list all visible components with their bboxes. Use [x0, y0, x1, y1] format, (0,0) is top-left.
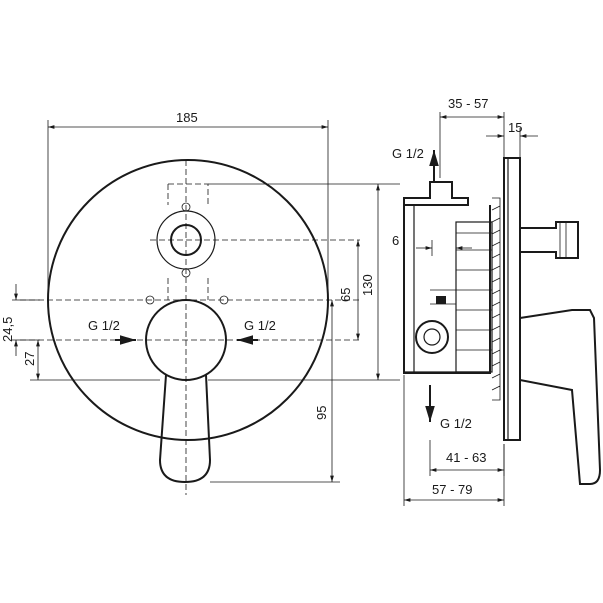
bottom-connection: G 1/2	[425, 385, 472, 431]
dimension-6: 6	[392, 233, 472, 256]
inner-block	[455, 221, 493, 373]
outlet-label-top: G 1/2	[392, 146, 424, 161]
dim-label-35-57: 35 - 57	[448, 96, 488, 111]
dimension-24-5: 24,5	[0, 284, 40, 356]
side-view	[403, 157, 602, 485]
dim-label-57-79: 57 - 79	[432, 482, 472, 497]
hidden-box-outline	[167, 183, 209, 300]
top-connection: G 1/2	[392, 146, 439, 182]
dim-label-6: 6	[392, 233, 399, 248]
dimension-95: 95	[210, 300, 340, 483]
dim-label-95: 95	[314, 406, 329, 420]
dimension-57-79: 57 - 79	[403, 375, 505, 506]
outlet-port	[415, 320, 449, 354]
diverter-knob-side	[519, 221, 579, 259]
mounting-box-body	[403, 205, 491, 374]
dimension-15: 15	[486, 120, 538, 160]
lever-handle	[158, 374, 212, 484]
dimension-27: 27	[22, 340, 160, 381]
rosette-plate-side	[503, 157, 521, 441]
mounting-box	[403, 181, 469, 206]
dim-label-27: 27	[22, 352, 37, 366]
lever-handle-side	[519, 309, 602, 485]
dimension-65: 65	[338, 240, 360, 340]
outlet-label-bottom: G 1/2	[440, 416, 472, 431]
dim-label-24-5: 24,5	[0, 317, 15, 342]
front-view: G 1/2 G 1/2	[20, 159, 360, 495]
dimension-41-63: 41 - 63	[429, 440, 505, 476]
threaded-sleeve	[491, 197, 501, 401]
dim-label-130: 130	[360, 274, 375, 296]
inlet-label-left: G 1/2	[88, 318, 120, 333]
dimension-185: 185	[47, 110, 329, 290]
dim-label-185: 185	[176, 110, 198, 125]
dimension-35-57: 35 - 57	[439, 96, 505, 178]
dim-label-15: 15	[508, 120, 522, 135]
dim-label-41-63: 41 - 63	[446, 450, 486, 465]
dimension-130: 130	[208, 183, 400, 381]
dim-label-65: 65	[338, 288, 353, 302]
inlet-label-right: G 1/2	[244, 318, 276, 333]
